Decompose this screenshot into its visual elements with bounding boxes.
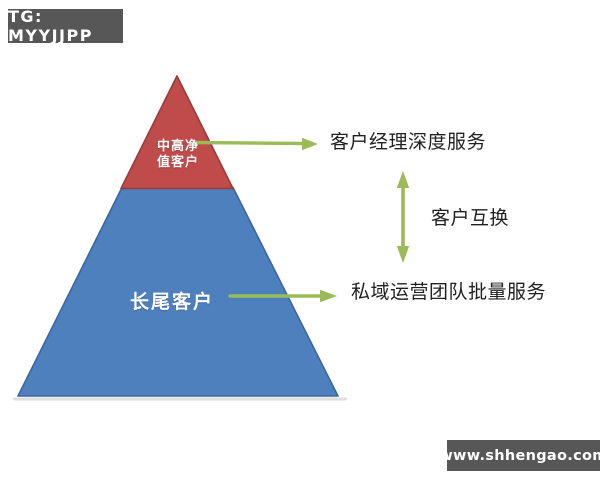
arrow-double-vertical-icon xyxy=(396,171,410,263)
watermark-site-text: www.shhengao.com xyxy=(439,447,600,464)
pyramid-base-shadow xyxy=(13,397,347,401)
annotation-top-service: 客户经理深度服务 xyxy=(330,131,487,153)
watermark-tg-badge: TG: MYYJJPP xyxy=(8,7,123,45)
pyramid-top-label-line2: 值客户 xyxy=(156,155,200,170)
arrow-right-bottom-icon xyxy=(228,289,337,303)
pyramid-top-label-line1: 中高净 xyxy=(156,139,200,154)
pyramid-bottom-label: 长尾客户 xyxy=(129,291,215,313)
annotation-exchange: 客户互换 xyxy=(431,207,510,229)
watermark-tg-text: TG: MYYJJPP xyxy=(8,7,93,45)
pyramid-segment-highvalue xyxy=(120,75,234,190)
pyramid-top-label: 中高净 值客户 xyxy=(157,139,199,171)
arrow-right-top-icon xyxy=(194,137,318,151)
watermark-site-badge: www.shhengao.com xyxy=(439,440,600,471)
annotation-bottom-service: 私域运营团队批量服务 xyxy=(351,281,547,303)
